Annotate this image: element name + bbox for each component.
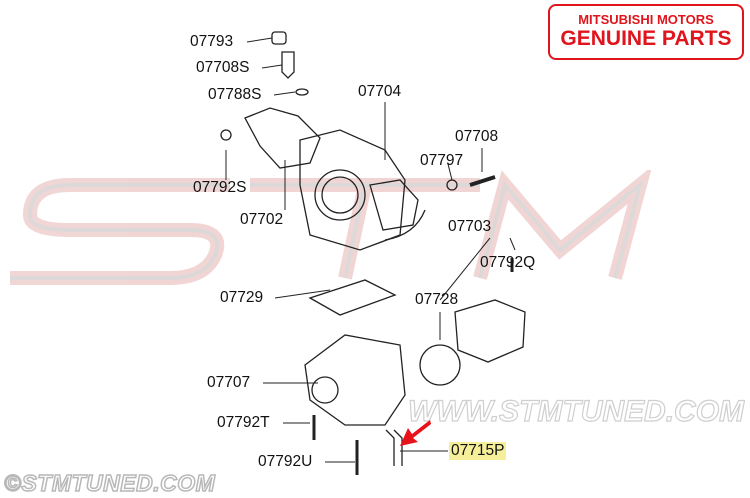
label-07707: 07707: [207, 374, 251, 391]
label-07792s: 07792S: [193, 179, 247, 196]
copyright-watermark: ©STMTUNED.COM: [3, 469, 216, 497]
red-arrow-icon: [400, 420, 431, 446]
label-07788s: 07788S: [208, 86, 262, 103]
label-07797: 07797: [420, 152, 464, 169]
label-07792t: 07792T: [217, 414, 270, 431]
stm-watermark-logo: [10, 170, 652, 285]
label-07793: 07793: [190, 33, 234, 50]
label-07728: 07728: [415, 291, 459, 308]
badge-line2: GENUINE PARTS: [560, 27, 732, 50]
label-07703: 07703: [448, 218, 492, 235]
label-07792u: 07792U: [258, 453, 313, 470]
label-07715p-highlighted: 07715P: [449, 442, 507, 460]
label-07792q: 07792Q: [480, 254, 536, 271]
label-07708s: 07708S: [196, 59, 250, 76]
genuine-parts-badge: MITSUBISHI MOTORS GENUINE PARTS: [548, 4, 744, 60]
watermark-site: WWW.STMTUNED.COM: [407, 394, 745, 428]
label-07702: 07702: [240, 211, 284, 228]
badge-line1: MITSUBISHI MOTORS: [578, 12, 714, 27]
label-07729: 07729: [220, 289, 264, 306]
label-07704: 07704: [358, 83, 402, 100]
label-07708: 07708: [455, 128, 499, 145]
